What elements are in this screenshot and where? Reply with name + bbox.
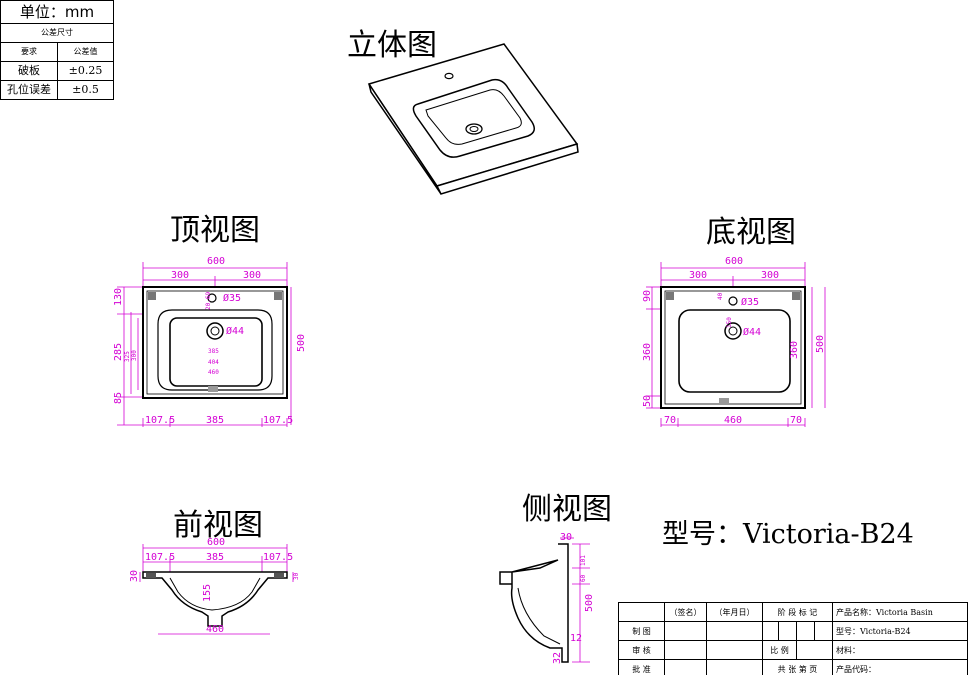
title-block: （签名） （年月日） 阶 段 标 记 产品名称：Victoria Basin 制… (618, 602, 968, 675)
bottom-dim-margin-bottom: 50 (642, 395, 653, 407)
front-dim-thickness: 30 (129, 570, 140, 582)
top-dim-bowl-w3: 460 (208, 369, 219, 376)
front-dim-bowl-height: 155 (202, 584, 213, 602)
front-view-title: 前视图 (173, 508, 263, 543)
title-drawn-label: 制 图 (618, 621, 665, 641)
tolerance-col-value: 公差值 (57, 42, 114, 62)
tolerance-row-item: 破板 (0, 61, 58, 81)
front-view: 600 107.5 385 107.5 30 30 155 460 (129, 537, 300, 635)
side-dim-seg-b: 60 (580, 574, 587, 582)
tolerance-row-item: 孔位误差 (0, 80, 58, 100)
top-dim-inner-b: 300 (131, 350, 138, 361)
front-dim-base-width: 460 (206, 624, 224, 635)
side-dim-seg-a: 101 (580, 555, 587, 566)
bottom-dim-overall-width: 600 (725, 256, 743, 267)
model-number: 型号：Victoria-B24 (662, 519, 914, 550)
tolerance-table: 单位：mm 公差尺寸 要求 公差值 破板 ±0.25 孔位误差 ±0.5 (0, 0, 114, 100)
title-stage-mark: 阶 段 标 记 (762, 602, 833, 622)
top-view-title: 顶视图 (170, 213, 260, 248)
bottom-view-title: 底视图 (706, 215, 796, 250)
front-dim-rim: 30 (293, 572, 300, 580)
title-model-label: 型号：Victoria-B24 (832, 621, 968, 641)
tolerance-row-value: ±0.25 (57, 61, 114, 81)
isometric-view (367, 43, 579, 195)
bottom-dim-half-left: 300 (689, 270, 707, 281)
top-dim-overall-depth: 500 (296, 334, 307, 352)
bottom-view: 600 300 300 90 360 50 360 500 40 150 Ø35… (642, 256, 826, 427)
title-code-label: 产品代码： (832, 659, 968, 675)
top-drain-hole-label: Ø44 (226, 325, 244, 337)
side-dim-top: 30 (560, 532, 572, 543)
top-dim-half-left: 300 (171, 270, 189, 281)
top-dim-bowl-w2: 404 (208, 359, 219, 366)
bottom-dim-tap-offset-a: 40 (717, 292, 724, 300)
top-dim-overall-width: 600 (207, 256, 225, 267)
title-checked-label: 审 核 (618, 640, 665, 660)
bottom-drain-hole-label: Ø44 (743, 326, 761, 338)
bottom-dim-overall-depth: 500 (815, 335, 826, 353)
bottom-dim-tap-offset-b: 150 (726, 317, 733, 328)
bottom-dim-edge-left: 70 (664, 415, 676, 426)
front-dim-bowl-width: 385 (206, 552, 224, 563)
top-dim-edge-right: 107.5 (263, 415, 293, 426)
side-view-title: 侧视图 (522, 492, 612, 527)
title-product-name: 产品名称：Victoria Basin (832, 602, 968, 622)
front-dim-edge-right: 107.5 (263, 552, 293, 563)
bottom-dim-margin-top: 90 (642, 290, 653, 302)
bottom-tap-hole (728, 296, 738, 306)
side-view: 30 101 60 500 12 32 (499, 532, 595, 664)
iso-drain (465, 123, 483, 135)
title-approved-label: 批 准 (618, 659, 665, 675)
front-dim-overall-width: 600 (207, 537, 225, 548)
top-dim-edge-left: 107.5 (145, 415, 175, 426)
tolerance-row-value: ±0.5 (57, 80, 114, 100)
tolerance-col-item: 要求 (0, 42, 58, 62)
title-scale-label: 比 例 (762, 640, 797, 660)
iso-view-title: 立体图 (347, 28, 437, 63)
title-sign-label: （签名） (664, 602, 707, 622)
top-dim-margin-top: 130 (113, 288, 124, 306)
bottom-tap-hole-label: Ø35 (741, 296, 759, 308)
top-tap-hole (207, 293, 217, 303)
top-dim-half-right: 300 (243, 270, 261, 281)
unit-label: 单位：mm (0, 0, 114, 24)
side-dim-bottom-b: 32 (552, 652, 563, 664)
top-tap-hole-label: Ø35 (223, 292, 241, 304)
iso-tap-hole (444, 72, 454, 80)
tolerance-section-label: 公差尺寸 (0, 23, 114, 43)
title-material-label: 材料： (832, 640, 968, 660)
bottom-dim-bowl-width: 460 (724, 415, 742, 426)
top-dim-margin-bottom: 85 (113, 392, 124, 404)
front-dim-edge-left: 107.5 (145, 552, 175, 563)
top-dim-bowl-width: 385 (206, 415, 224, 426)
bottom-dim-half-right: 300 (761, 270, 779, 281)
bottom-dim-depth-a: 360 (642, 343, 653, 361)
bottom-dim-edge-right: 70 (790, 415, 802, 426)
title-sheets-label: 共 张 第 页 (762, 659, 833, 675)
bottom-dim-depth-b: 360 (789, 341, 800, 359)
side-dim-overall: 500 (584, 594, 595, 612)
top-view: 600 300 300 130 285 85 325 300 20.69 500… (113, 256, 307, 427)
top-dim-inner-a: 325 (124, 351, 131, 362)
side-dim-bottom-a: 12 (570, 633, 582, 644)
top-dim-tap-offset: 20.69 (205, 292, 212, 310)
title-date-label: （年月日） (706, 602, 763, 622)
top-dim-bowl-w1: 385 (208, 348, 219, 355)
top-dim-basin-depth: 285 (113, 343, 124, 361)
